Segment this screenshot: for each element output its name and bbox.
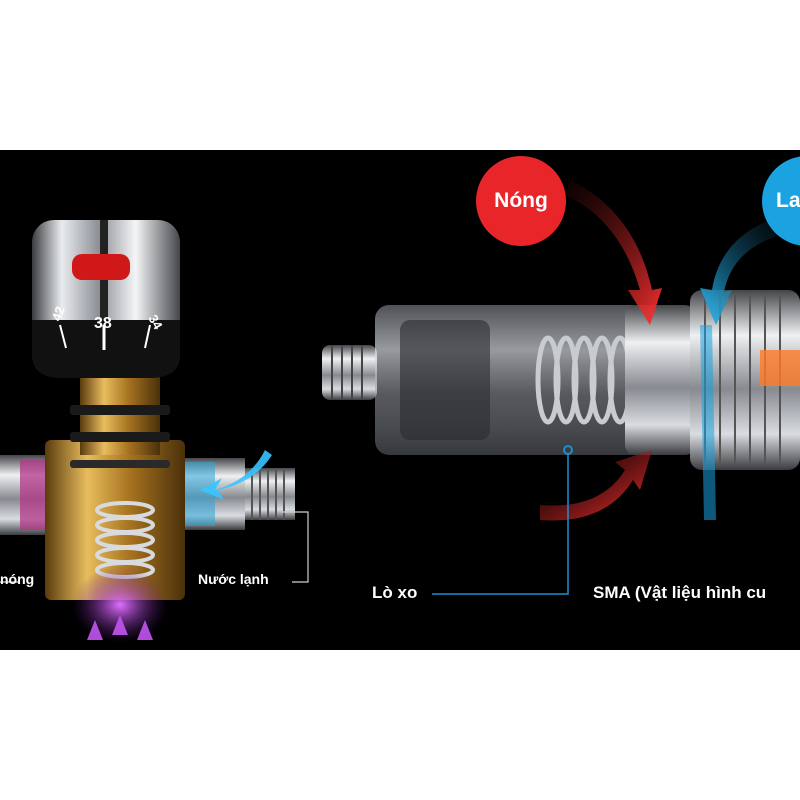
sma-hot-glow: [760, 350, 800, 386]
hot-flow-arrow-top: [565, 180, 662, 325]
cold-flow-stream: [700, 325, 716, 520]
cold-flow-arrow-top: [700, 220, 780, 325]
cold-badge-label: La: [776, 189, 800, 212]
cold-water-leader: [282, 511, 309, 583]
sma-label: SMA (Vật liệu hình cu: [593, 583, 767, 602]
dial-red-button: [72, 254, 130, 280]
hot-badge: Nóng: [476, 156, 566, 246]
cartridge-cutaway: [322, 180, 800, 595]
mixed-flow-arrows: [87, 615, 153, 640]
spline-tip: [322, 345, 377, 400]
sma-element-housing: [690, 290, 800, 470]
threaded-connector: [245, 468, 295, 520]
thermostatic-valve: 42 38 34: [0, 220, 309, 643]
hot-flow-arrow-bottom: [540, 450, 652, 521]
product-illustration: 42 38 34: [0, 150, 800, 650]
cold-water-label: Nước lạnh: [198, 571, 269, 587]
temperature-dial: 42 38 34: [32, 220, 180, 378]
dial-mark-left: 42: [49, 304, 68, 323]
cold-flow-arrow: [200, 450, 272, 500]
cold-inlet-tint: [180, 462, 215, 526]
spring-leader: [432, 454, 569, 595]
hot-badge-label: Nóng: [494, 189, 548, 212]
valve-illustration-svg: 42 38 34: [0, 180, 800, 643]
chrome-collar: [625, 305, 695, 455]
spring-label: Lò xo: [372, 583, 418, 602]
dial-mark-mid: 38: [94, 315, 112, 332]
cartridge-rings: [70, 405, 170, 468]
hot-water-label: nóng: [0, 571, 35, 587]
